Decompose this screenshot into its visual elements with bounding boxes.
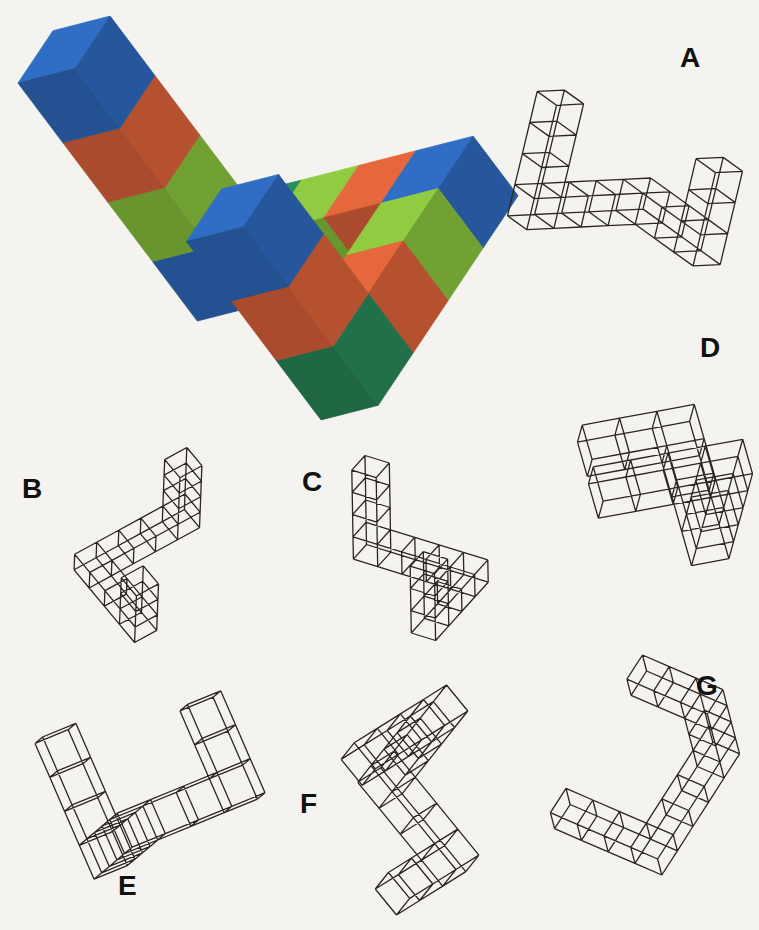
- cube-face: [244, 175, 324, 287]
- wireframe-figure: [508, 90, 743, 266]
- figure-letter: F: [300, 790, 317, 818]
- cube-face: [75, 16, 155, 128]
- figure-letter: A: [680, 44, 700, 72]
- figure-letter: E: [118, 872, 137, 900]
- wireframe-figure: [550, 655, 739, 875]
- wireframe-figure: [35, 691, 265, 879]
- wireframe-figure: [74, 448, 202, 643]
- wireframe-figure: [341, 685, 479, 915]
- figure-letter: G: [696, 672, 718, 700]
- figure-letter: B: [22, 475, 42, 503]
- figure-letter: C: [302, 468, 322, 496]
- wireframe-figure: [352, 456, 488, 641]
- wireframe-figure: [578, 404, 753, 565]
- figure-letter: D: [700, 334, 720, 362]
